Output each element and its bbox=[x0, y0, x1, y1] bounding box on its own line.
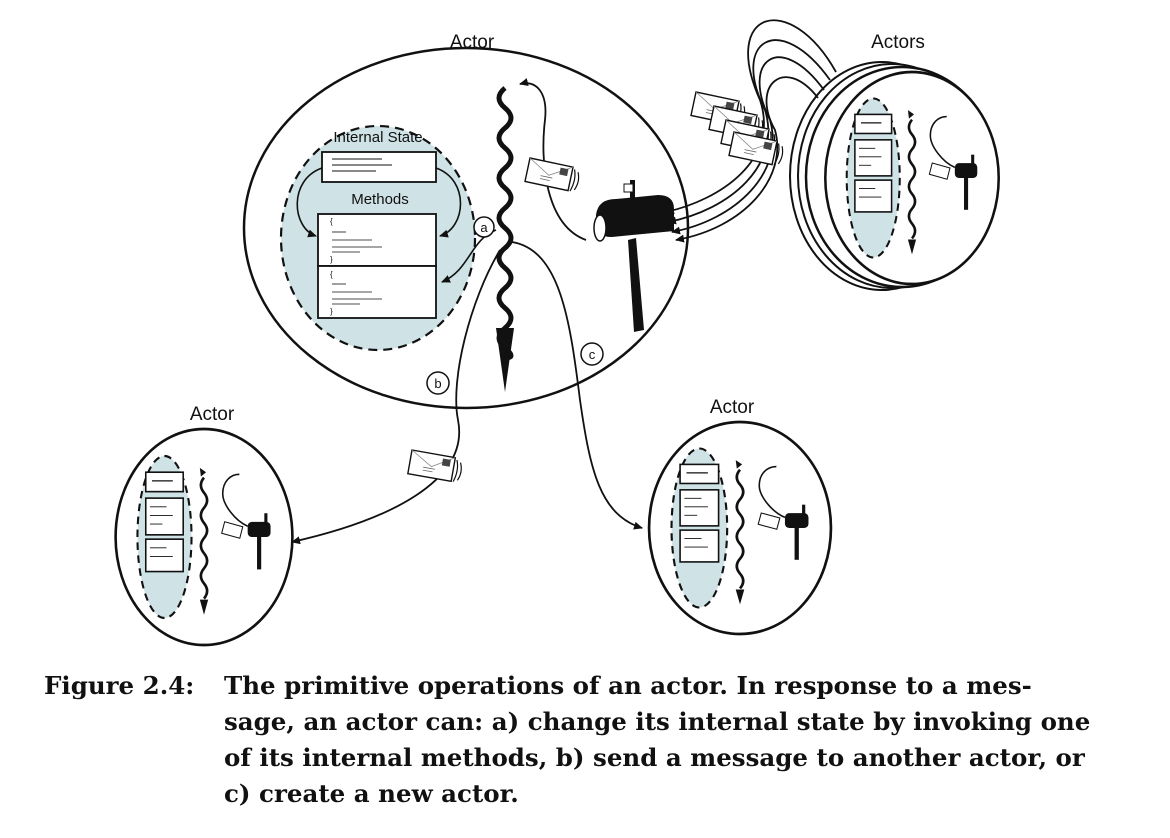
caption-label: Figure 2.4: bbox=[44, 671, 195, 700]
caption-line: The primitive operations of an actor. In… bbox=[224, 671, 1032, 700]
figure-caption: Figure 2.4: The primitive operations of … bbox=[44, 668, 1144, 812]
main-actor: Actor Internal State Methods { } { } bbox=[242, 32, 690, 410]
svg-text:}: } bbox=[330, 307, 333, 316]
state-box bbox=[321, 151, 437, 183]
actors-group: Actors bbox=[665, 19, 1001, 291]
svg-text:}: } bbox=[330, 255, 333, 264]
method-box-1: { } bbox=[317, 213, 437, 267]
mailbox-icon bbox=[593, 180, 674, 332]
caption-line: sage, an actor can: a) change its intern… bbox=[224, 707, 1091, 736]
thread-of-control bbox=[496, 86, 514, 361]
actor-diagram: Actor Internal State Methods { } { } bbox=[114, 19, 1001, 647]
caption-line: c) create a new actor. bbox=[224, 779, 519, 808]
caption-line: of its internal methods, b) send a messa… bbox=[224, 743, 1085, 772]
actor-left-label: Actor bbox=[190, 404, 235, 425]
marker-c: c bbox=[589, 347, 596, 362]
marker-a: a bbox=[480, 220, 488, 235]
marker-b: b bbox=[434, 376, 441, 391]
actors-group-label: Actors bbox=[871, 32, 925, 53]
actor-left: Actor bbox=[114, 404, 294, 647]
internal-state-label: Internal State bbox=[333, 129, 422, 146]
method-box-2: { } bbox=[317, 265, 437, 319]
actor-right: Actor bbox=[647, 397, 833, 636]
svg-text:{: { bbox=[330, 217, 333, 226]
main-actor-label: Actor bbox=[450, 32, 495, 53]
actor-right-label: Actor bbox=[710, 397, 755, 418]
methods-label: Methods bbox=[351, 191, 409, 208]
svg-text:{: { bbox=[330, 270, 333, 279]
